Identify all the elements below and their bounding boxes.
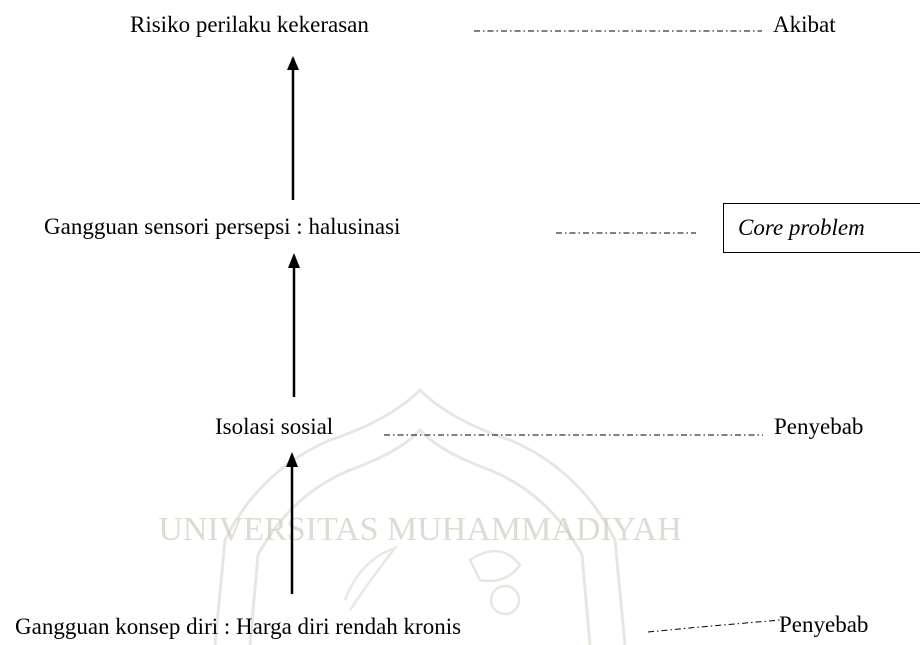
leader-konsep-penyebab (647, 619, 781, 633)
core-problem-box: Core problem (723, 203, 920, 253)
annotation-penyebab-2: Penyebab (779, 612, 869, 637)
node-isolasi-sosial: Isolasi sosial (215, 414, 334, 439)
node-gangguan-konsep-diri: Gangguan konsep diri : Harga diri rendah… (15, 614, 462, 639)
annotation-core-problem: Core problem (738, 215, 865, 240)
annotation-akibat: Akibat (773, 12, 836, 37)
arrowhead-1 (287, 56, 299, 70)
arrowhead-3 (286, 452, 298, 467)
node-risiko-perilaku-kekerasan: Risiko perilaku kekerasan (130, 12, 369, 37)
node-gangguan-sensori-persepsi: Gangguan sensori persepsi : halusinasi (44, 214, 401, 239)
annotation-penyebab-1: Penyebab (774, 414, 864, 439)
watermark-text: UNIVERSITAS MUHAMMADIYAH (158, 511, 681, 548)
arrowhead-2 (288, 253, 300, 268)
